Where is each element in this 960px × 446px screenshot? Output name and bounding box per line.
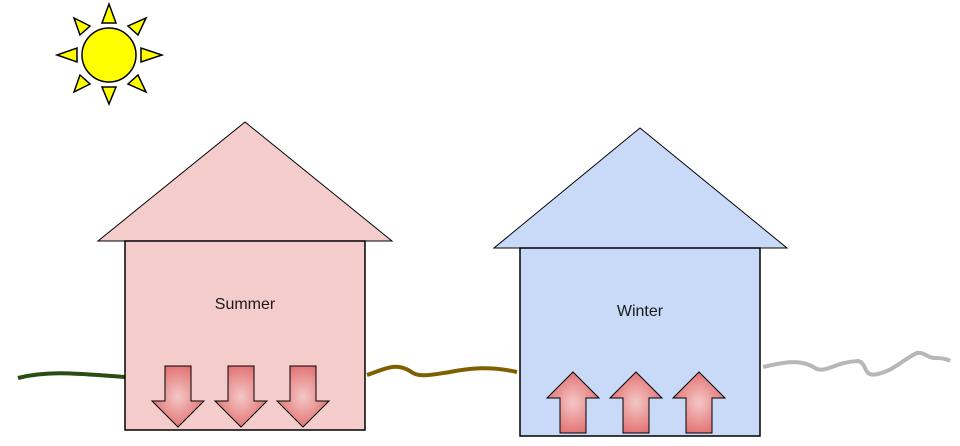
sun-ray bbox=[72, 16, 92, 37]
sun-ray bbox=[54, 46, 78, 64]
sun-ray bbox=[140, 46, 165, 64]
ground-line-right bbox=[762, 350, 952, 377]
house-winter: Winter bbox=[492, 127, 789, 437]
house-label: Summer bbox=[215, 296, 276, 313]
house-summer: Summer bbox=[96, 121, 394, 431]
sun-ray bbox=[126, 73, 148, 94]
arrow-up-icon bbox=[671, 371, 727, 434]
sun-ray bbox=[126, 16, 148, 37]
heat-arrows bbox=[150, 365, 331, 428]
sun-ray bbox=[72, 73, 92, 94]
arrow-up-icon bbox=[608, 371, 664, 434]
sun-icon bbox=[54, 1, 165, 106]
arrow-up-icon bbox=[545, 371, 601, 434]
ground-line-left bbox=[17, 371, 126, 380]
house-label: Winter bbox=[617, 303, 664, 320]
arrow-down-icon bbox=[213, 365, 269, 428]
sun-ray bbox=[100, 1, 118, 24]
ground-line-middle bbox=[366, 364, 518, 378]
house-roof bbox=[96, 121, 394, 242]
heat-arrows bbox=[545, 371, 727, 434]
house-roof bbox=[492, 127, 789, 249]
sun-disc bbox=[81, 27, 137, 83]
arrow-down-icon bbox=[275, 365, 331, 428]
arrow-down-icon bbox=[150, 365, 206, 428]
sun-ray bbox=[100, 86, 118, 106]
